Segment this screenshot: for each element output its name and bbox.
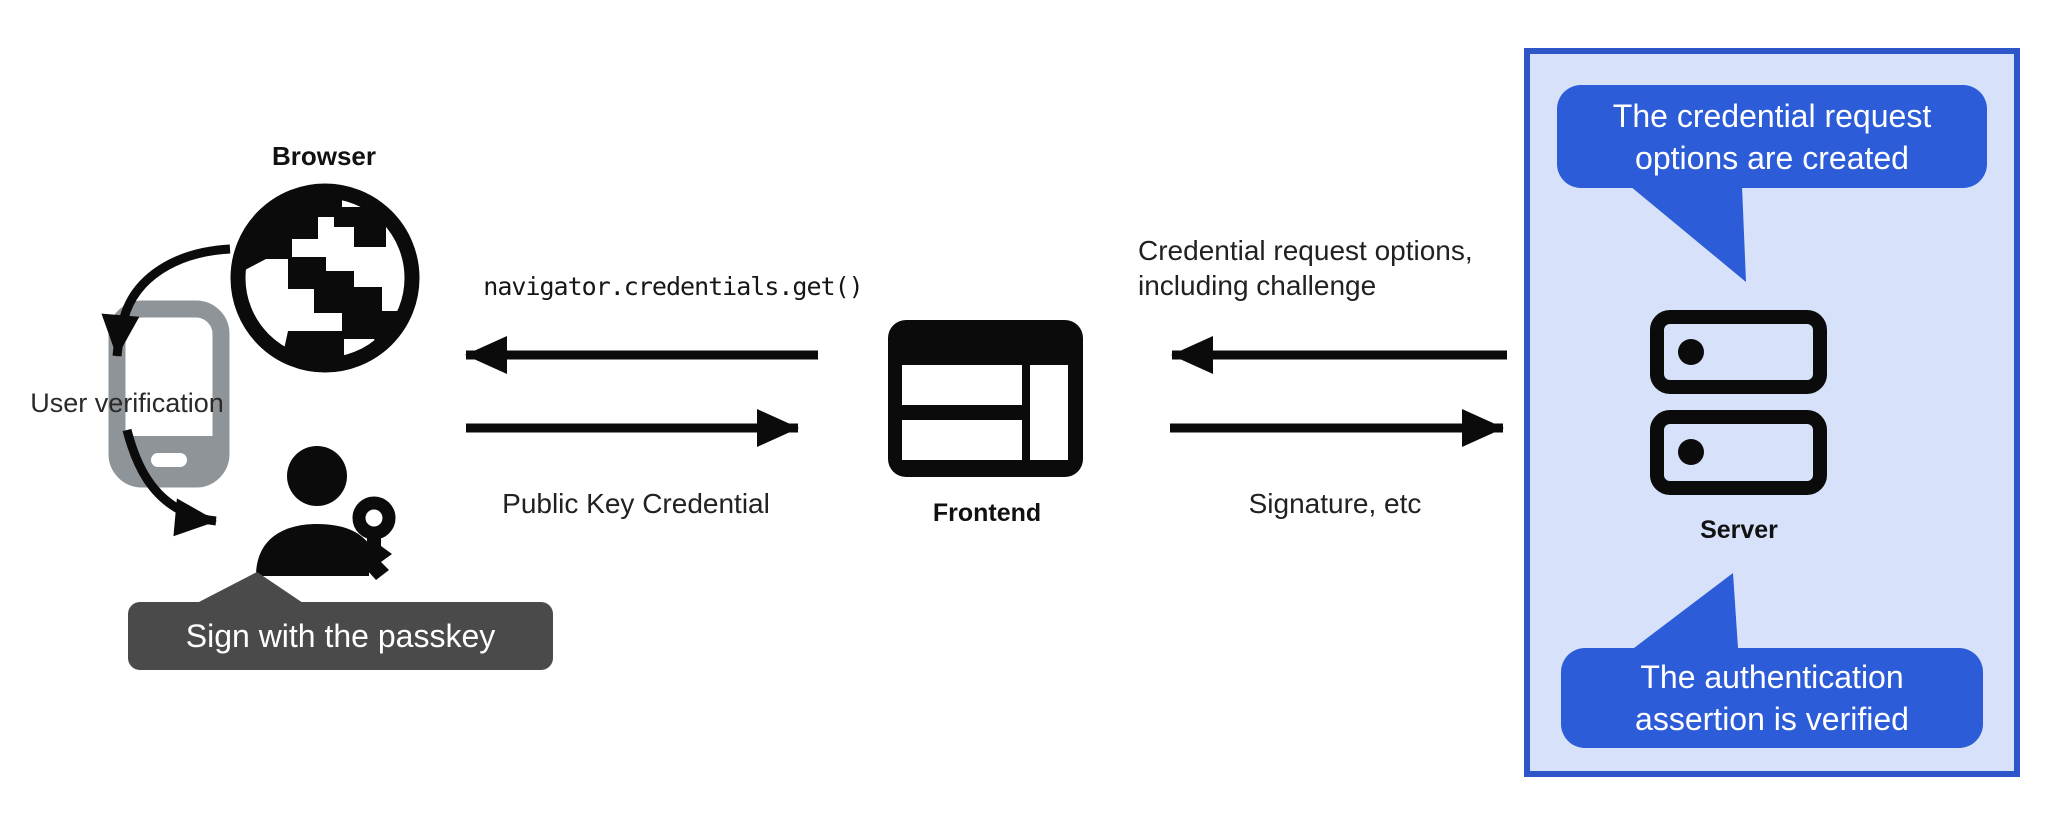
browser-label: Browser [271,141,377,171]
server-stack-icon [1650,310,1827,495]
user-verification-label: User verification [30,388,224,418]
server-callout-assertion-verified: The authentication assertion is verified [1561,648,1983,748]
public-key-credential-label: Public Key Credential [502,488,770,519]
server-callout-request-created: The credential request options are creat… [1557,85,1987,188]
credential-request-options-label-line1: Credential request options, [1138,235,1473,266]
credential-request-options-label-line2: including challenge [1138,270,1377,301]
server-label: Server [1700,516,1778,544]
callout-line: The credential request [1612,97,1932,134]
credentials-get-code-label: navigator.credentials.get() [483,272,863,301]
signature-label: Signature, etc [1248,488,1422,519]
frontend-label: Frontend [932,499,1042,527]
passkey-tooltip-text: Sign with the passkey [185,617,496,654]
bubble-top-tail [1630,186,1746,282]
callout-line: options are created [1635,139,1909,176]
passkey-tooltip: Sign with the passkey [128,602,553,670]
user-with-passkey-icon [256,446,396,580]
browser-window-icon [888,320,1083,477]
globe-icon [230,183,420,373]
bubble-bottom-tail [1634,573,1738,648]
passkey-tooltip-tail [197,572,303,603]
callout-line: The authentication [1640,659,1904,695]
callout-line: assertion is verified [1635,701,1909,737]
